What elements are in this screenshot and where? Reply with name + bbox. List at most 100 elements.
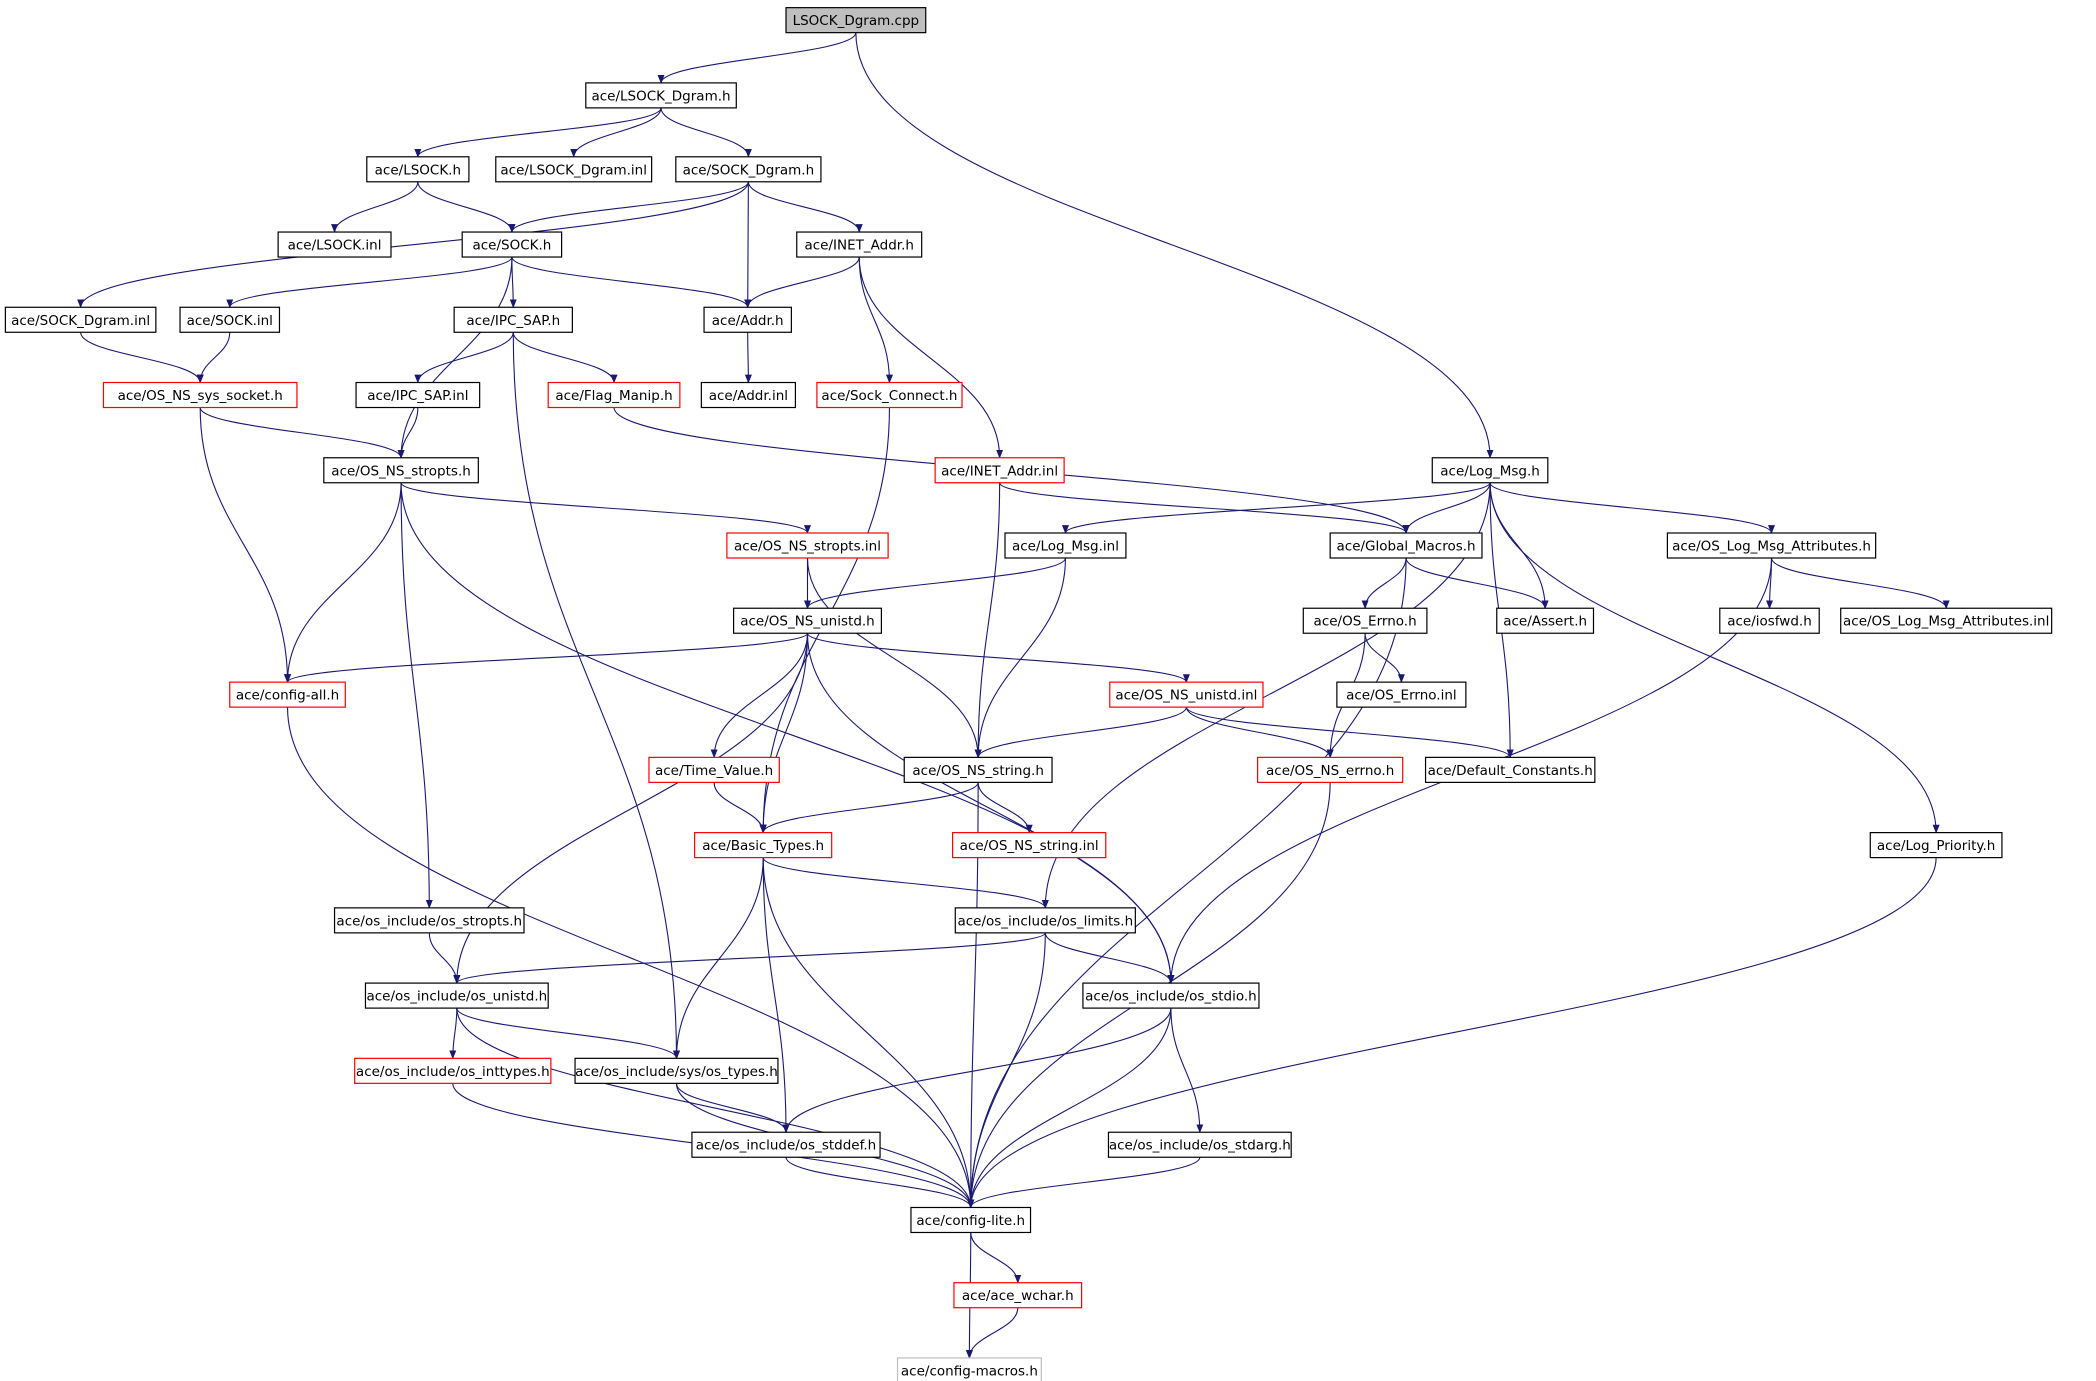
- node-label: ace/config-all.h: [236, 688, 339, 704]
- node-ace-inet-addr-inl[interactable]: ace/INET_Addr.inl: [934, 457, 1065, 484]
- node-ace-os-include-os-stddef-h[interactable]: ace/os_include/os_stddef.h: [691, 1131, 881, 1158]
- edge-ace-os-include-os-unistd-h-to-ace-os-include-os-inttypes-h: [449, 1008, 458, 1060]
- node-ace-os-ns-stropts-h[interactable]: ace/OS_NS_stropts.h: [323, 457, 479, 484]
- node-ace-os-include-os-stropts-h[interactable]: ace/os_include/os_stropts.h: [333, 907, 525, 934]
- edge-ace-sock-dgram-h-to-ace-addr-h: [744, 181, 752, 309]
- node-label: ace/Time_Value.h: [655, 763, 773, 779]
- node-box: [585, 82, 737, 109]
- edge-ace-os-include-os-stddef-h-to-ace-config-lite-h: [785, 1157, 975, 1209]
- node-label: ace/IPC_SAP.inl: [367, 388, 468, 404]
- edge-ace-os-ns-stropts-h-to-ace-os-include-os-stropts-h: [400, 482, 433, 909]
- node-ace-config-lite-h[interactable]: ace/config-lite.h: [910, 1206, 1032, 1234]
- node-ace-os-include-os-inttypes-h[interactable]: ace/os_include/os_inttypes.h: [354, 1057, 552, 1084]
- node-label: ace/os_include/sys/os_types.h: [575, 1064, 778, 1080]
- node-box: [1082, 982, 1260, 1009]
- edge-ace-lsock-h-to-ace-sock-h: [417, 181, 516, 233]
- edge-ace-inet-addr-h-to-ace-inet-addr-inl: [858, 257, 1004, 459]
- node-box: [4, 306, 157, 333]
- node-box: [355, 381, 481, 409]
- node-label: ace/Default_Constants.h: [1428, 763, 1593, 779]
- node-box: [691, 1131, 881, 1158]
- node-label: ace/OS_Errno.inl: [1346, 688, 1457, 704]
- edge-ace-os-include-os-stdio-h-to-ace-config-lite-h: [967, 1008, 1172, 1209]
- node-label: ace/LSOCK_Dgram.h: [591, 88, 730, 104]
- node-ace-os-log-msg-attributes-inl[interactable]: ace/OS_Log_Msg_Attributes.inl: [1840, 607, 2053, 634]
- node-ace-ipc-sap-h[interactable]: ace/IPC_SAP.h: [453, 306, 573, 333]
- node-label: ace/os_include/os_unistd.h: [366, 989, 547, 1005]
- node-label: ace/Addr.h: [712, 313, 784, 329]
- edge-ace-global-macros-h-to-ace-config-lite-h: [967, 557, 1407, 1209]
- node-ace-sock-inl[interactable]: ace/SOCK.inl: [179, 306, 281, 333]
- node-ace-os-include-os-stdarg-h[interactable]: ace/os_include/os_stdarg.h: [1107, 1131, 1292, 1158]
- edge-ace-os-ns-unistd-h-to-ace-os-ns-unistd-inl: [806, 632, 1190, 684]
- node-ace-ace-wchar-h[interactable]: ace/ace_wchar.h: [953, 1282, 1083, 1309]
- node-ace-config-macros-h[interactable]: ace/config-macros.h: [896, 1357, 1042, 1381]
- edge-ace-os-include-os-limits-h-to-ace-os-include-os-stdio-h: [1044, 932, 1175, 984]
- node-ace-os-include-os-limits-h[interactable]: ace/os_include/os_limits.h: [954, 907, 1136, 934]
- node-ace-addr-inl[interactable]: ace/Addr.inl: [700, 381, 797, 409]
- node-box: [953, 1282, 1083, 1309]
- node-label: ace/SOCK_Dgram.h: [683, 162, 815, 178]
- edge-ace-basic-types-h-to-ace-os-include-os-limits-h: [762, 857, 1049, 909]
- node-lsock-dgram-cpp[interactable]: LSOCK_Dgram.cpp: [785, 7, 927, 34]
- edge-ace-log-msg-inl-to-ace-os-ns-unistd-h: [804, 557, 1067, 610]
- node-ace-log-priority-h[interactable]: ace/Log_Priority.h: [1869, 832, 2003, 859]
- edge-ace-sock-inl-to-ace-os-ns-sys-socket-h: [196, 332, 231, 384]
- node-ace-lsock-inl[interactable]: ace/LSOCK.inl: [277, 231, 392, 258]
- node-ace-lsock-dgram-inl[interactable]: ace/LSOCK_Dgram.inl: [495, 156, 653, 183]
- node-box: [700, 381, 797, 409]
- node-ace-os-errno-h[interactable]: ace/OS_Errno.h: [1302, 607, 1428, 634]
- node-box: [461, 231, 563, 258]
- node-box: [574, 1057, 779, 1084]
- node-ace-inet-addr-h[interactable]: ace/INET_Addr.h: [796, 231, 923, 258]
- node-ace-os-ns-errno-h[interactable]: ace/OS_NS_errno.h: [1256, 756, 1404, 783]
- node-ace-time-value-h[interactable]: ace/Time_Value.h: [648, 756, 780, 783]
- node-ace-assert-h[interactable]: ace/Assert.h: [1496, 607, 1595, 634]
- node-box: [453, 306, 573, 333]
- node-ace-os-ns-stropts-inl[interactable]: ace/OS_NS_stropts.inl: [726, 532, 889, 559]
- node-box: [1424, 756, 1596, 783]
- node-ace-lsock-dgram-h[interactable]: ace/LSOCK_Dgram.h: [585, 82, 737, 109]
- node-ace-global-macros-h[interactable]: ace/Global_Macros.h: [1329, 532, 1483, 559]
- node-ace-flag-manip-h[interactable]: ace/Flag_Manip.h: [547, 381, 681, 409]
- node-ace-os-log-msg-attributes-h[interactable]: ace/OS_Log_Msg_Attributes.h: [1666, 532, 1877, 559]
- node-ace-os-include-os-stdio-h[interactable]: ace/os_include/os_stdio.h: [1082, 982, 1260, 1009]
- edge-ace-os-ns-sys-socket-h-to-ace-config-all-h: [199, 407, 292, 684]
- node-ace-os-ns-string-h[interactable]: ace/OS_NS_string.h: [903, 756, 1053, 783]
- node-ace-os-ns-unistd-inl[interactable]: ace/OS_NS_unistd.inl: [1109, 681, 1264, 708]
- node-ace-sock-dgram-h[interactable]: ace/SOCK_Dgram.h: [675, 156, 822, 183]
- edge-ace-sock-dgram-inl-to-ace-os-ns-sys-socket-h: [80, 332, 204, 384]
- node-box: [179, 306, 281, 333]
- node-ace-os-include-os-unistd-h[interactable]: ace/os_include/os_unistd.h: [364, 982, 549, 1009]
- node-ace-basic-types-h[interactable]: ace/Basic_Types.h: [694, 832, 833, 859]
- node-box: [323, 457, 479, 484]
- node-ace-sock-h[interactable]: ace/SOCK.h: [461, 231, 563, 258]
- node-ace-ipc-sap-inl[interactable]: ace/IPC_SAP.inl: [355, 381, 481, 409]
- node-box: [648, 756, 780, 783]
- edge-ace-config-lite-h-to-ace-ace-wchar-h: [970, 1232, 1022, 1284]
- node-ace-log-msg-h[interactable]: ace/Log_Msg.h: [1431, 457, 1549, 484]
- edge-ace-os-log-msg-attributes-h-to-ace-os-log-msg-attributes-inl: [1770, 557, 1950, 610]
- node-ace-lsock-h[interactable]: ace/LSOCK.h: [366, 156, 470, 183]
- node-ace-addr-h[interactable]: ace/Addr.h: [703, 306, 792, 333]
- node-ace-os-include-sys-os-types-h[interactable]: ace/os_include/sys/os_types.h: [574, 1057, 779, 1084]
- edge-ace-sock-h-to-ace-sock-inl: [226, 256, 513, 309]
- node-ace-sock-connect-h[interactable]: ace/Sock_Connect.h: [816, 381, 963, 409]
- node-ace-os-ns-sys-socket-h[interactable]: ace/OS_NS_sys_socket.h: [102, 381, 298, 409]
- edge-ace-sock-h-to-ace-addr-h: [511, 256, 752, 309]
- node-label: ace/os_include/os_stropts.h: [336, 913, 522, 929]
- node-ace-default-constants-h[interactable]: ace/Default_Constants.h: [1424, 756, 1596, 783]
- node-ace-config-all-h[interactable]: ace/config-all.h: [229, 681, 346, 708]
- node-ace-os-ns-string-inl[interactable]: ace/OS_NS_string.inl: [952, 832, 1107, 859]
- node-ace-log-msg-inl[interactable]: ace/Log_Msg.inl: [1004, 532, 1127, 559]
- node-box: [903, 756, 1053, 783]
- node-ace-os-errno-inl[interactable]: ace/OS_Errno.inl: [1336, 681, 1467, 708]
- node-ace-sock-dgram-inl[interactable]: ace/SOCK_Dgram.inl: [4, 306, 157, 333]
- node-label: ace/ace_wchar.h: [962, 1288, 1074, 1304]
- edge-ace-log-msg-inl-to-ace-os-ns-string-h: [974, 557, 1067, 759]
- node-label: ace/Log_Msg.inl: [1012, 538, 1119, 554]
- node-ace-os-ns-unistd-h[interactable]: ace/OS_NS_unistd.h: [732, 607, 882, 634]
- node-ace-iosfwd-h[interactable]: ace/iosfwd.h: [1719, 607, 1820, 634]
- node-box: [1109, 681, 1264, 708]
- node-label: ace/os_include/os_stdarg.h: [1109, 1138, 1291, 1154]
